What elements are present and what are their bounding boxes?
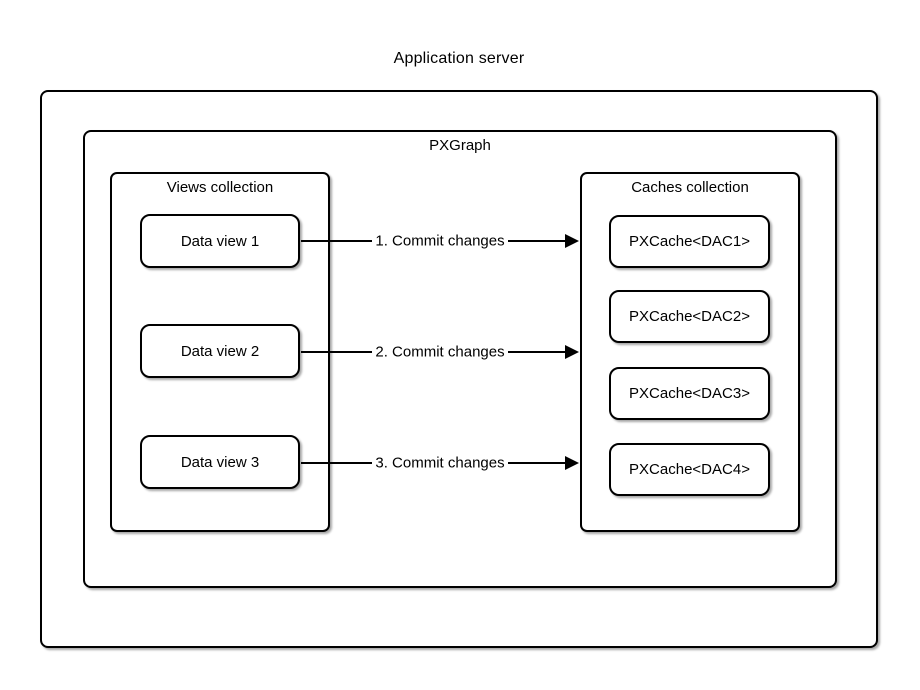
commit-arrow-3-label: 3. Commit changes <box>301 454 579 472</box>
commit-arrow-1: 1. Commit changes <box>301 230 579 252</box>
application-server-box: PXGraph Views collection Data view 1 Dat… <box>40 90 878 648</box>
arrow-label-text: 1. Commit changes <box>372 232 508 250</box>
caches-collection-label: Caches collection <box>631 179 749 196</box>
data-view-2-node: Data view 2 <box>140 324 300 378</box>
pxcache-dac3-node: PXCache<DAC3> <box>609 367 770 420</box>
arrowhead-right-icon <box>565 456 579 470</box>
arrow-label-text: 2. Commit changes <box>372 343 508 361</box>
arrow-label-text: 3. Commit changes <box>372 454 508 472</box>
commit-arrow-2-label: 2. Commit changes <box>301 343 579 361</box>
views-collection-box: Views collection Data view 1 Data view 2… <box>110 172 330 532</box>
pxgraph-label: PXGraph <box>429 137 491 154</box>
arrowhead-right-icon <box>565 345 579 359</box>
commit-arrow-2: 2. Commit changes <box>301 341 579 363</box>
commit-arrow-3: 3. Commit changes <box>301 452 579 474</box>
data-view-1-node: Data view 1 <box>140 214 300 268</box>
data-view-3-node: Data view 3 <box>140 435 300 489</box>
arrowhead-right-icon <box>565 234 579 248</box>
pxgraph-box: PXGraph Views collection Data view 1 Dat… <box>83 130 837 588</box>
pxcache-dac2-node: PXCache<DAC2> <box>609 290 770 343</box>
diagram-title: Application server <box>393 50 525 67</box>
commit-arrow-1-label: 1. Commit changes <box>301 232 579 250</box>
pxcache-dac4-node: PXCache<DAC4> <box>609 443 770 496</box>
caches-collection-box: Caches collection PXCache<DAC1> PXCache<… <box>580 172 800 532</box>
views-collection-label: Views collection <box>166 179 274 196</box>
pxcache-dac1-node: PXCache<DAC1> <box>609 215 770 268</box>
